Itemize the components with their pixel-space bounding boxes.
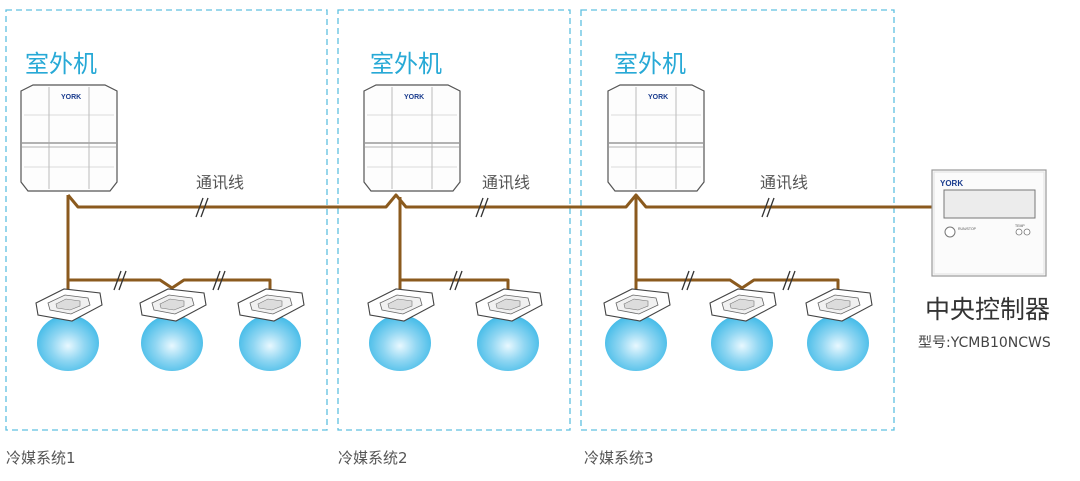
temp-up-button <box>1023 228 1031 236</box>
outdoor-unit-brand: YORK <box>648 94 668 101</box>
system-label-3: 冷媒系统3 <box>584 449 654 467</box>
outdoor-unit: YORK <box>607 84 705 192</box>
outdoor-unit: YORK <box>363 84 461 192</box>
indoor-cassette-unit <box>805 288 873 371</box>
indoor-cassette-unit <box>237 288 305 371</box>
indoor-cassette-unit <box>603 288 671 371</box>
controller-brand: YORK <box>940 179 963 188</box>
indoor-cassette-unit <box>139 288 207 371</box>
communication-line-label-3: 通讯线 <box>760 173 809 192</box>
outdoor-unit-brand: YORK <box>404 94 424 101</box>
system-3-boundary <box>580 9 895 431</box>
run-stop-label: RUN/STOP <box>958 227 977 231</box>
outdoor-unit-brand: YORK <box>61 94 81 101</box>
airflow-glow <box>37 315 99 371</box>
airflow-glow <box>605 315 667 371</box>
indoor-cassette-unit <box>35 288 103 371</box>
controller-title: 中央控制器 <box>925 295 1051 324</box>
system-2-boundary <box>337 9 571 431</box>
airflow-glow <box>369 315 431 371</box>
line-break-marks <box>113 197 796 291</box>
communication-line-label-1: 通讯线 <box>196 173 245 192</box>
airflow-glow <box>477 315 539 371</box>
communication-line-label-2: 通讯线 <box>482 173 531 192</box>
indoor-cassette-unit <box>475 288 543 371</box>
outdoor-unit-title-1: 室外机 <box>25 50 97 78</box>
outdoor-unit-title-2: 室外机 <box>370 50 442 78</box>
communication-line <box>66 193 932 209</box>
temp-label: TEMP <box>1015 224 1025 228</box>
run-stop-button <box>944 226 956 238</box>
outdoor-unit-title-3: 室外机 <box>614 50 686 78</box>
outdoor-unit: YORK <box>20 84 118 192</box>
airflow-glow <box>807 315 869 371</box>
refrigerant-pipes <box>66 195 840 291</box>
system-label-2: 冷媒系统2 <box>338 449 408 467</box>
controller-model: 型号:YCMB10NCWS <box>918 335 1051 351</box>
airflow-glow <box>141 315 203 371</box>
controller-screen <box>943 189 1036 219</box>
airflow-glow <box>711 315 773 371</box>
airflow-glow <box>239 315 301 371</box>
temp-down-button <box>1015 228 1023 236</box>
indoor-cassette-unit <box>367 288 435 371</box>
system-1-boundary <box>5 9 328 431</box>
indoor-cassette-unit <box>709 288 777 371</box>
system-label-1: 冷媒系统1 <box>6 449 76 467</box>
central-controller: YORK RUN/STOP TEMP <box>931 169 1047 277</box>
